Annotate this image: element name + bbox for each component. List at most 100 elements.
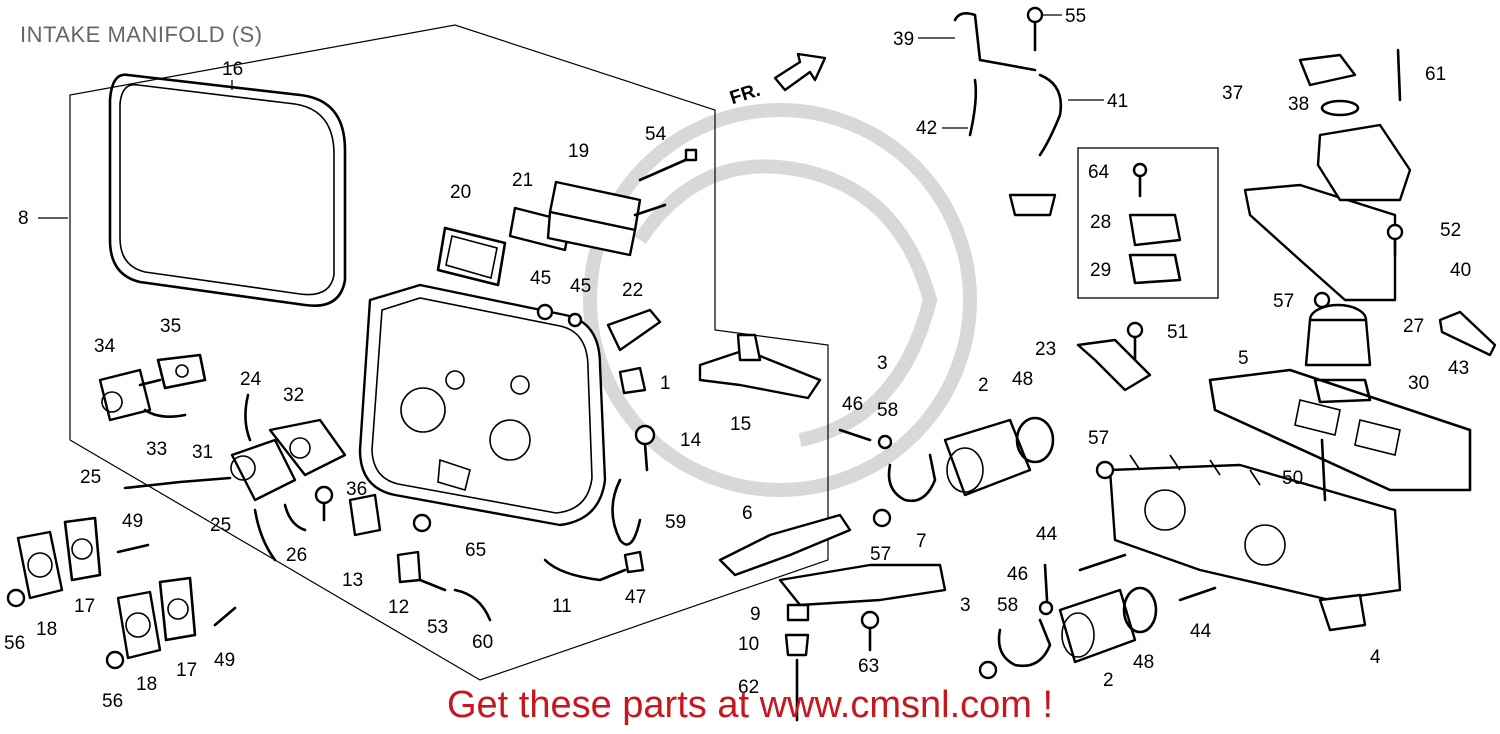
part-48-ring-a[interactable] xyxy=(1015,416,1055,464)
part-25-hose-b[interactable] xyxy=(253,508,277,562)
part-2-boot-a[interactable] xyxy=(943,418,1032,497)
part-65-bolt[interactable] xyxy=(412,513,432,533)
part-28-cover[interactable] xyxy=(1128,213,1182,247)
part-39-pipe[interactable] xyxy=(953,12,1037,72)
part-32-valve[interactable] xyxy=(268,418,347,477)
callout-65: 65 xyxy=(465,540,486,561)
part-15-bracket[interactable] xyxy=(698,333,822,400)
part-45-screw-a[interactable] xyxy=(536,303,554,321)
part-4-intake-manifold[interactable] xyxy=(1108,454,1402,632)
part-35-gasket[interactable] xyxy=(156,353,207,390)
part-50-stud[interactable] xyxy=(1320,438,1327,502)
part-2-boot-b[interactable] xyxy=(1058,588,1137,664)
part-57-nut-a[interactable] xyxy=(872,508,892,528)
part-30-gasket[interactable] xyxy=(1313,378,1372,404)
part-31-valve-body[interactable] xyxy=(230,438,297,502)
callout-9: 9 xyxy=(750,604,761,625)
part-6-bracket[interactable] xyxy=(718,513,852,577)
part-37-control-valve[interactable] xyxy=(1298,53,1412,202)
part-46-bolt-b[interactable] xyxy=(1043,563,1049,602)
part-20-gasket[interactable] xyxy=(436,226,507,287)
part-43-bracket[interactable] xyxy=(1438,310,1497,357)
part-24-hose[interactable] xyxy=(244,393,252,442)
callout-33: 33 xyxy=(146,439,167,460)
part-44-stud-a[interactable] xyxy=(1078,553,1127,572)
part-47-clip[interactable] xyxy=(623,550,645,574)
part-57-nut-d[interactable] xyxy=(1313,291,1331,309)
part-23-bracket[interactable] xyxy=(1076,338,1152,392)
front-direction-arrow xyxy=(773,52,827,92)
callout-48b: 48 xyxy=(1133,652,1154,673)
part-57-nut-b[interactable] xyxy=(978,660,998,680)
part-42-hose[interactable] xyxy=(968,78,978,137)
part-64-bolt[interactable] xyxy=(1132,162,1148,198)
part-27-egr-valve[interactable] xyxy=(1304,303,1372,367)
callout-3b: 3 xyxy=(960,595,971,616)
part-1-clip[interactable] xyxy=(618,366,647,395)
part-48-ring-b[interactable] xyxy=(1122,586,1158,634)
part-57-nut-c[interactable] xyxy=(1095,460,1115,480)
part-53-screw[interactable] xyxy=(418,578,447,592)
part-49-stud-b[interactable] xyxy=(213,606,237,627)
part-56-nut-a[interactable] xyxy=(6,588,26,608)
callout-56a: 56 xyxy=(4,633,25,654)
part-8-air-chamber[interactable] xyxy=(358,283,607,527)
part-34-valve[interactable] xyxy=(98,368,162,422)
part-10-collar[interactable] xyxy=(784,633,810,657)
part-17-gasket-b[interactable] xyxy=(158,576,197,642)
part-3-clamp-a[interactable] xyxy=(887,453,937,503)
part-7-bracket[interactable] xyxy=(778,563,947,607)
footer-parts-link[interactable]: Get these parts at www.cmsnl.com ! xyxy=(446,684,1054,726)
callout-27: 27 xyxy=(1403,316,1424,337)
callout-25b: 25 xyxy=(210,515,231,536)
callout-39: 39 xyxy=(893,29,914,50)
part-18-filter-b[interactable] xyxy=(116,590,162,660)
callout-36: 36 xyxy=(346,479,367,500)
part-59-hose[interactable] xyxy=(611,478,642,546)
part-63-bolt[interactable] xyxy=(860,610,880,652)
callout-48a: 48 xyxy=(1012,369,1033,390)
part-41-hose[interactable] xyxy=(1038,73,1063,157)
part-5-manifold-gasket[interactable] xyxy=(1208,368,1472,492)
part-3-clamp-b[interactable] xyxy=(997,618,1052,668)
part-13-clamp[interactable] xyxy=(348,493,382,537)
part-56-nut-b[interactable] xyxy=(105,650,125,670)
part-16-gasket-ring[interactable] xyxy=(108,73,347,308)
part-25-hose-a[interactable] xyxy=(123,476,232,490)
part-11-pipe[interactable] xyxy=(543,558,627,582)
part-18-filter-a[interactable] xyxy=(16,530,64,600)
part-40-bracket[interactable] xyxy=(1243,183,1397,302)
part-44-stud-b[interactable] xyxy=(1178,586,1217,602)
part-14-grommet[interactable] xyxy=(634,424,656,472)
part-55-bolt[interactable] xyxy=(1026,6,1044,52)
part-22-clip[interactable] xyxy=(606,308,662,352)
callout-42: 42 xyxy=(916,118,937,139)
callout-26: 26 xyxy=(286,545,307,566)
callout-43: 43 xyxy=(1448,358,1469,379)
part-38-gasket[interactable] xyxy=(1320,99,1360,117)
part-54-bolt[interactable] xyxy=(638,148,698,182)
part-49-stud-a[interactable] xyxy=(116,543,150,554)
part-61-bolt[interactable] xyxy=(1396,48,1402,102)
part-51-bolt[interactable] xyxy=(1126,321,1144,362)
part-17-gasket-a[interactable] xyxy=(63,516,102,582)
callout-20: 20 xyxy=(450,182,471,203)
part-36-fitting[interactable] xyxy=(314,485,334,522)
part-12-clip[interactable] xyxy=(396,550,422,584)
part-9-mount[interactable] xyxy=(786,603,810,622)
callout-57d: 57 xyxy=(1273,291,1294,312)
part-45-screw-b[interactable] xyxy=(567,312,583,328)
part-46-bolt-a[interactable] xyxy=(838,428,872,442)
part-58-washer-a[interactable] xyxy=(877,434,893,450)
callout-22: 22 xyxy=(622,280,643,301)
part-33-hose[interactable] xyxy=(143,408,187,418)
part-52-bolt[interactable] xyxy=(1386,223,1404,257)
part-26-hose[interactable] xyxy=(283,503,307,532)
part-19-cover[interactable] xyxy=(546,180,667,257)
part-58-washer-b[interactable] xyxy=(1038,600,1054,616)
part-29-gasket[interactable] xyxy=(1128,253,1182,285)
assembly-outline xyxy=(69,24,829,681)
part-60-hose[interactable] xyxy=(453,588,492,622)
